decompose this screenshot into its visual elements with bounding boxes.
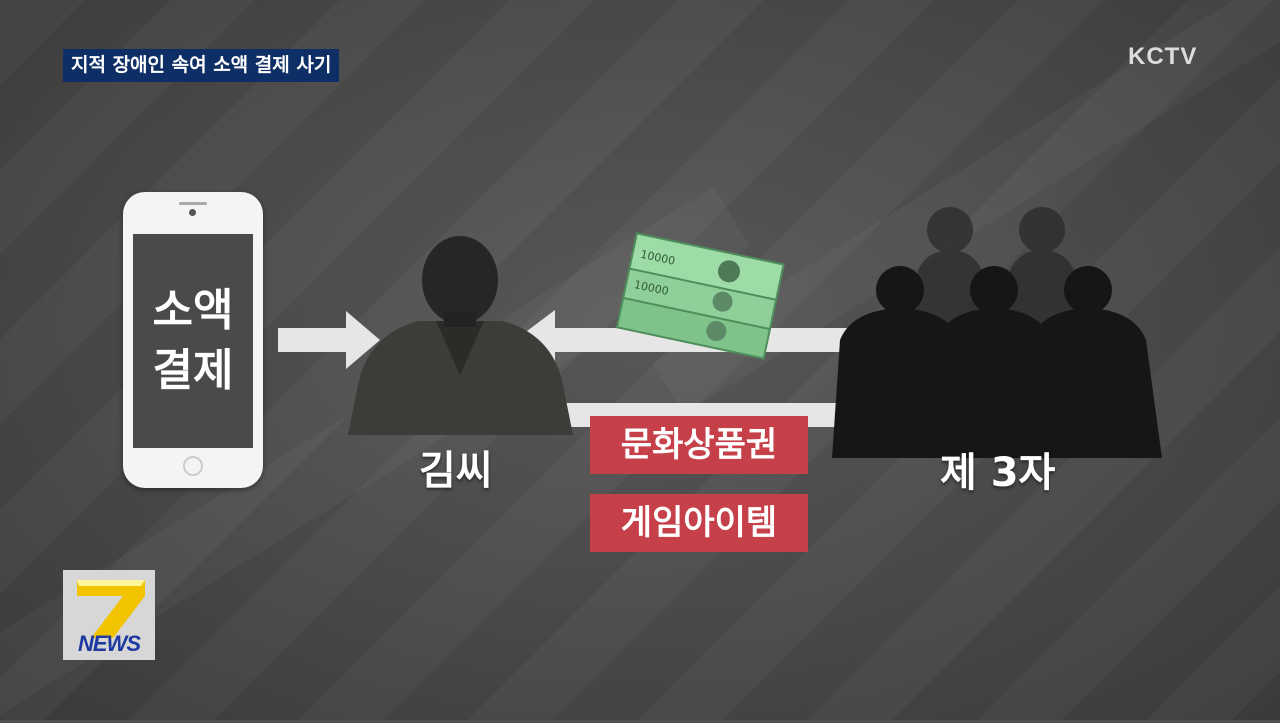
phone-home-button (183, 456, 203, 476)
headline-caption: 지적 장애인 속여 소액 결제 사기 (63, 49, 340, 82)
seven-icon (77, 580, 145, 638)
item-tag-gift-certificate: 문화상품권 (590, 416, 808, 474)
phone-text-line1: 소액 (152, 285, 234, 336)
phone-text-line2: 결제 (152, 345, 234, 396)
broadcaster-logo: KCTV (1128, 43, 1198, 70)
item-tag-game-item: 게임아이템 (590, 494, 808, 552)
arrow-right-icon (532, 386, 874, 444)
person-label: 김씨 (419, 448, 493, 494)
money-stack-icon: 10000 10000 (615, 232, 785, 360)
people-group-silhouette (832, 207, 1162, 458)
logo-news-text: NEWS (78, 631, 141, 656)
news-logo: NEWS (63, 570, 155, 660)
smartphone: 소액 결제 (123, 192, 263, 488)
third-party-label: 제 3자 (940, 450, 1056, 496)
phone-camera (189, 209, 196, 216)
person-silhouette (348, 236, 573, 435)
arrow-right-icon (278, 311, 380, 369)
phone-speaker (179, 202, 207, 205)
phone-screen: 소액 결제 (133, 234, 253, 448)
